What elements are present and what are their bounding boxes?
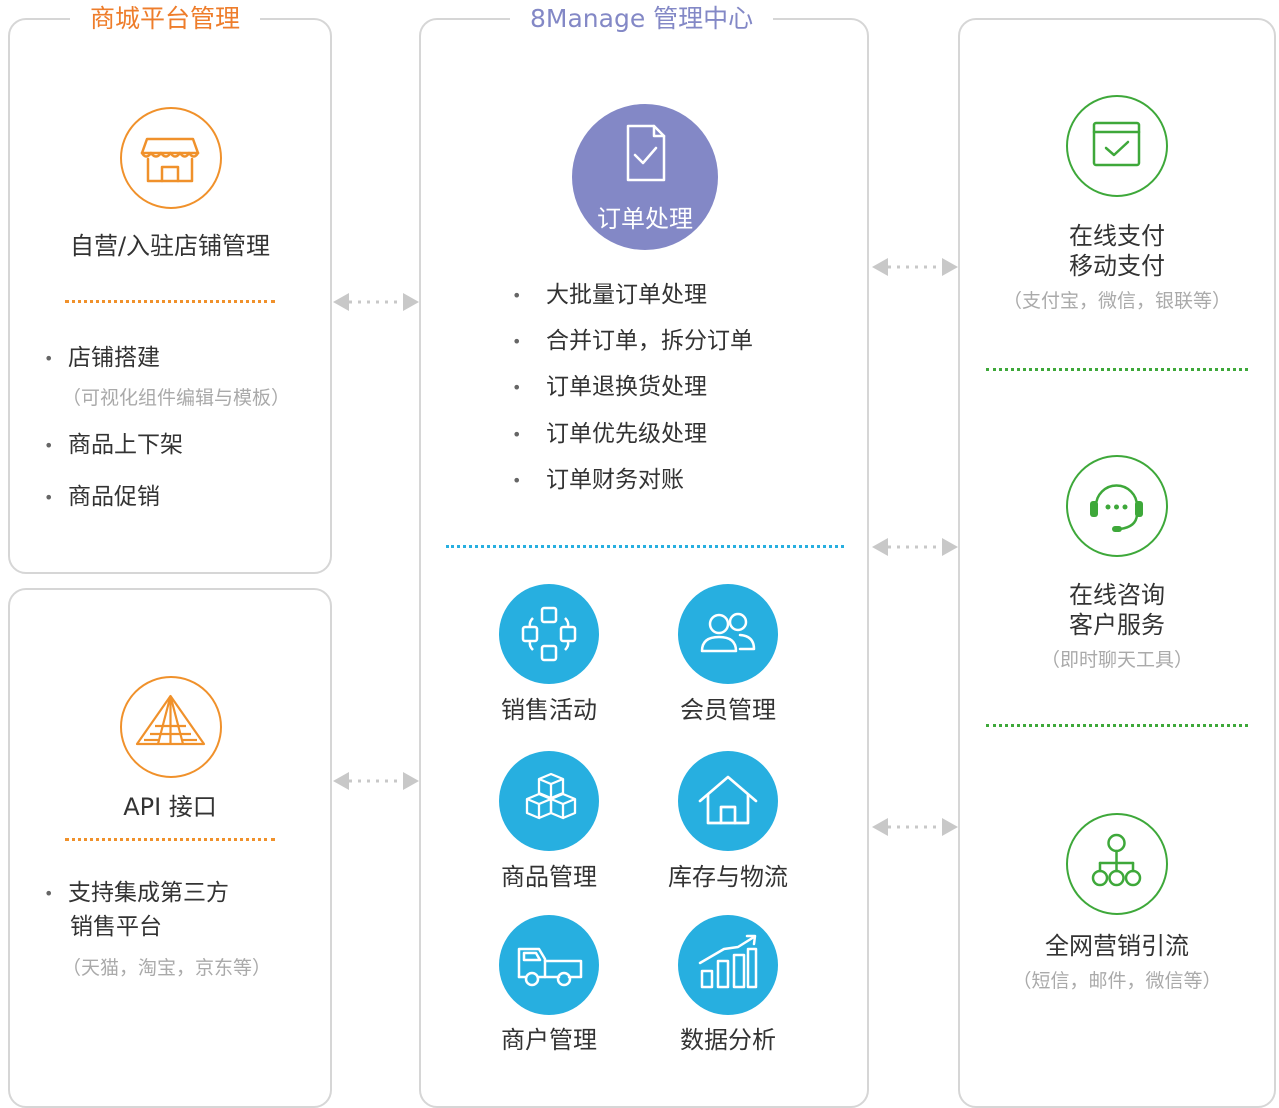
store-divider <box>65 300 275 303</box>
warehouse-icon <box>678 751 778 851</box>
boxes-icon <box>499 751 599 851</box>
module-label-products: 商品管理 <box>501 863 597 891</box>
analytics-icon <box>678 915 778 1015</box>
service-sub: （即时聊天工具） <box>1040 649 1193 671</box>
management-center-title: 8Manage 管理中心 <box>510 4 774 34</box>
list-item: •商品上下架 <box>44 432 183 458</box>
order-processing-label: 订单处理 <box>597 205 693 233</box>
headset-icon <box>1066 455 1168 557</box>
order-item: •大批量订单处理 <box>512 282 707 308</box>
payment-label-line1: 在线支付 <box>1069 222 1165 250</box>
payment-window-icon <box>1066 95 1168 197</box>
order-item: •订单优先级处理 <box>512 421 707 447</box>
truck-icon <box>499 915 599 1015</box>
store-node-label: 自营/入驻店铺管理 <box>69 232 271 260</box>
double-arrow-icon <box>333 772 419 790</box>
double-arrow-icon <box>872 538 958 556</box>
services-divider-2 <box>986 724 1248 727</box>
network-icon <box>1066 813 1168 915</box>
module-label-members: 会员管理 <box>680 696 776 724</box>
order-item: •合并订单，拆分订单 <box>512 328 753 354</box>
list-item: •店铺搭建 <box>44 345 160 371</box>
module-label-inventory: 库存与物流 <box>668 863 788 891</box>
payment-sub: （支付宝，微信，银联等） <box>1002 290 1231 312</box>
order-item: •订单财务对账 <box>512 467 684 493</box>
service-label-line1: 在线咨询 <box>1069 581 1165 609</box>
store-icon <box>120 107 222 209</box>
order-item: •订单退换货处理 <box>512 374 707 400</box>
double-arrow-icon <box>872 818 958 836</box>
marketing-label: 全网营销引流 <box>1045 932 1189 960</box>
list-item: •商品促销 <box>44 484 160 510</box>
payment-label-line2: 移动支付 <box>1069 252 1165 280</box>
double-arrow-icon <box>872 258 958 276</box>
list-item-continuation: 销售平台 <box>70 914 162 940</box>
api-divider <box>65 838 275 841</box>
module-label-sales: 销售活动 <box>501 696 597 724</box>
api-panel <box>8 588 332 1108</box>
module-label-analytics: 数据分析 <box>680 1026 776 1054</box>
list-item-sub: （可视化组件编辑与模板） <box>62 387 291 409</box>
api-node-label: API 接口 <box>123 793 217 821</box>
store-management-title: 商城平台管理 <box>70 4 261 34</box>
document-check-icon <box>626 124 666 182</box>
sales-activity-icon <box>499 584 599 684</box>
service-label-line2: 客户服务 <box>1069 611 1165 639</box>
order-processing-node: 订单处理 <box>572 104 718 250</box>
services-divider-1 <box>986 368 1248 371</box>
module-label-merchants: 商户管理 <box>501 1026 597 1054</box>
marketing-sub: （短信，邮件，微信等） <box>1012 970 1222 992</box>
members-icon <box>678 584 778 684</box>
center-divider <box>446 545 844 548</box>
pyramid-icon <box>120 676 222 778</box>
list-item: •支持集成第三方 <box>44 880 229 906</box>
list-item-sub: （天猫，淘宝，京东等） <box>62 957 272 979</box>
double-arrow-icon <box>333 293 419 311</box>
